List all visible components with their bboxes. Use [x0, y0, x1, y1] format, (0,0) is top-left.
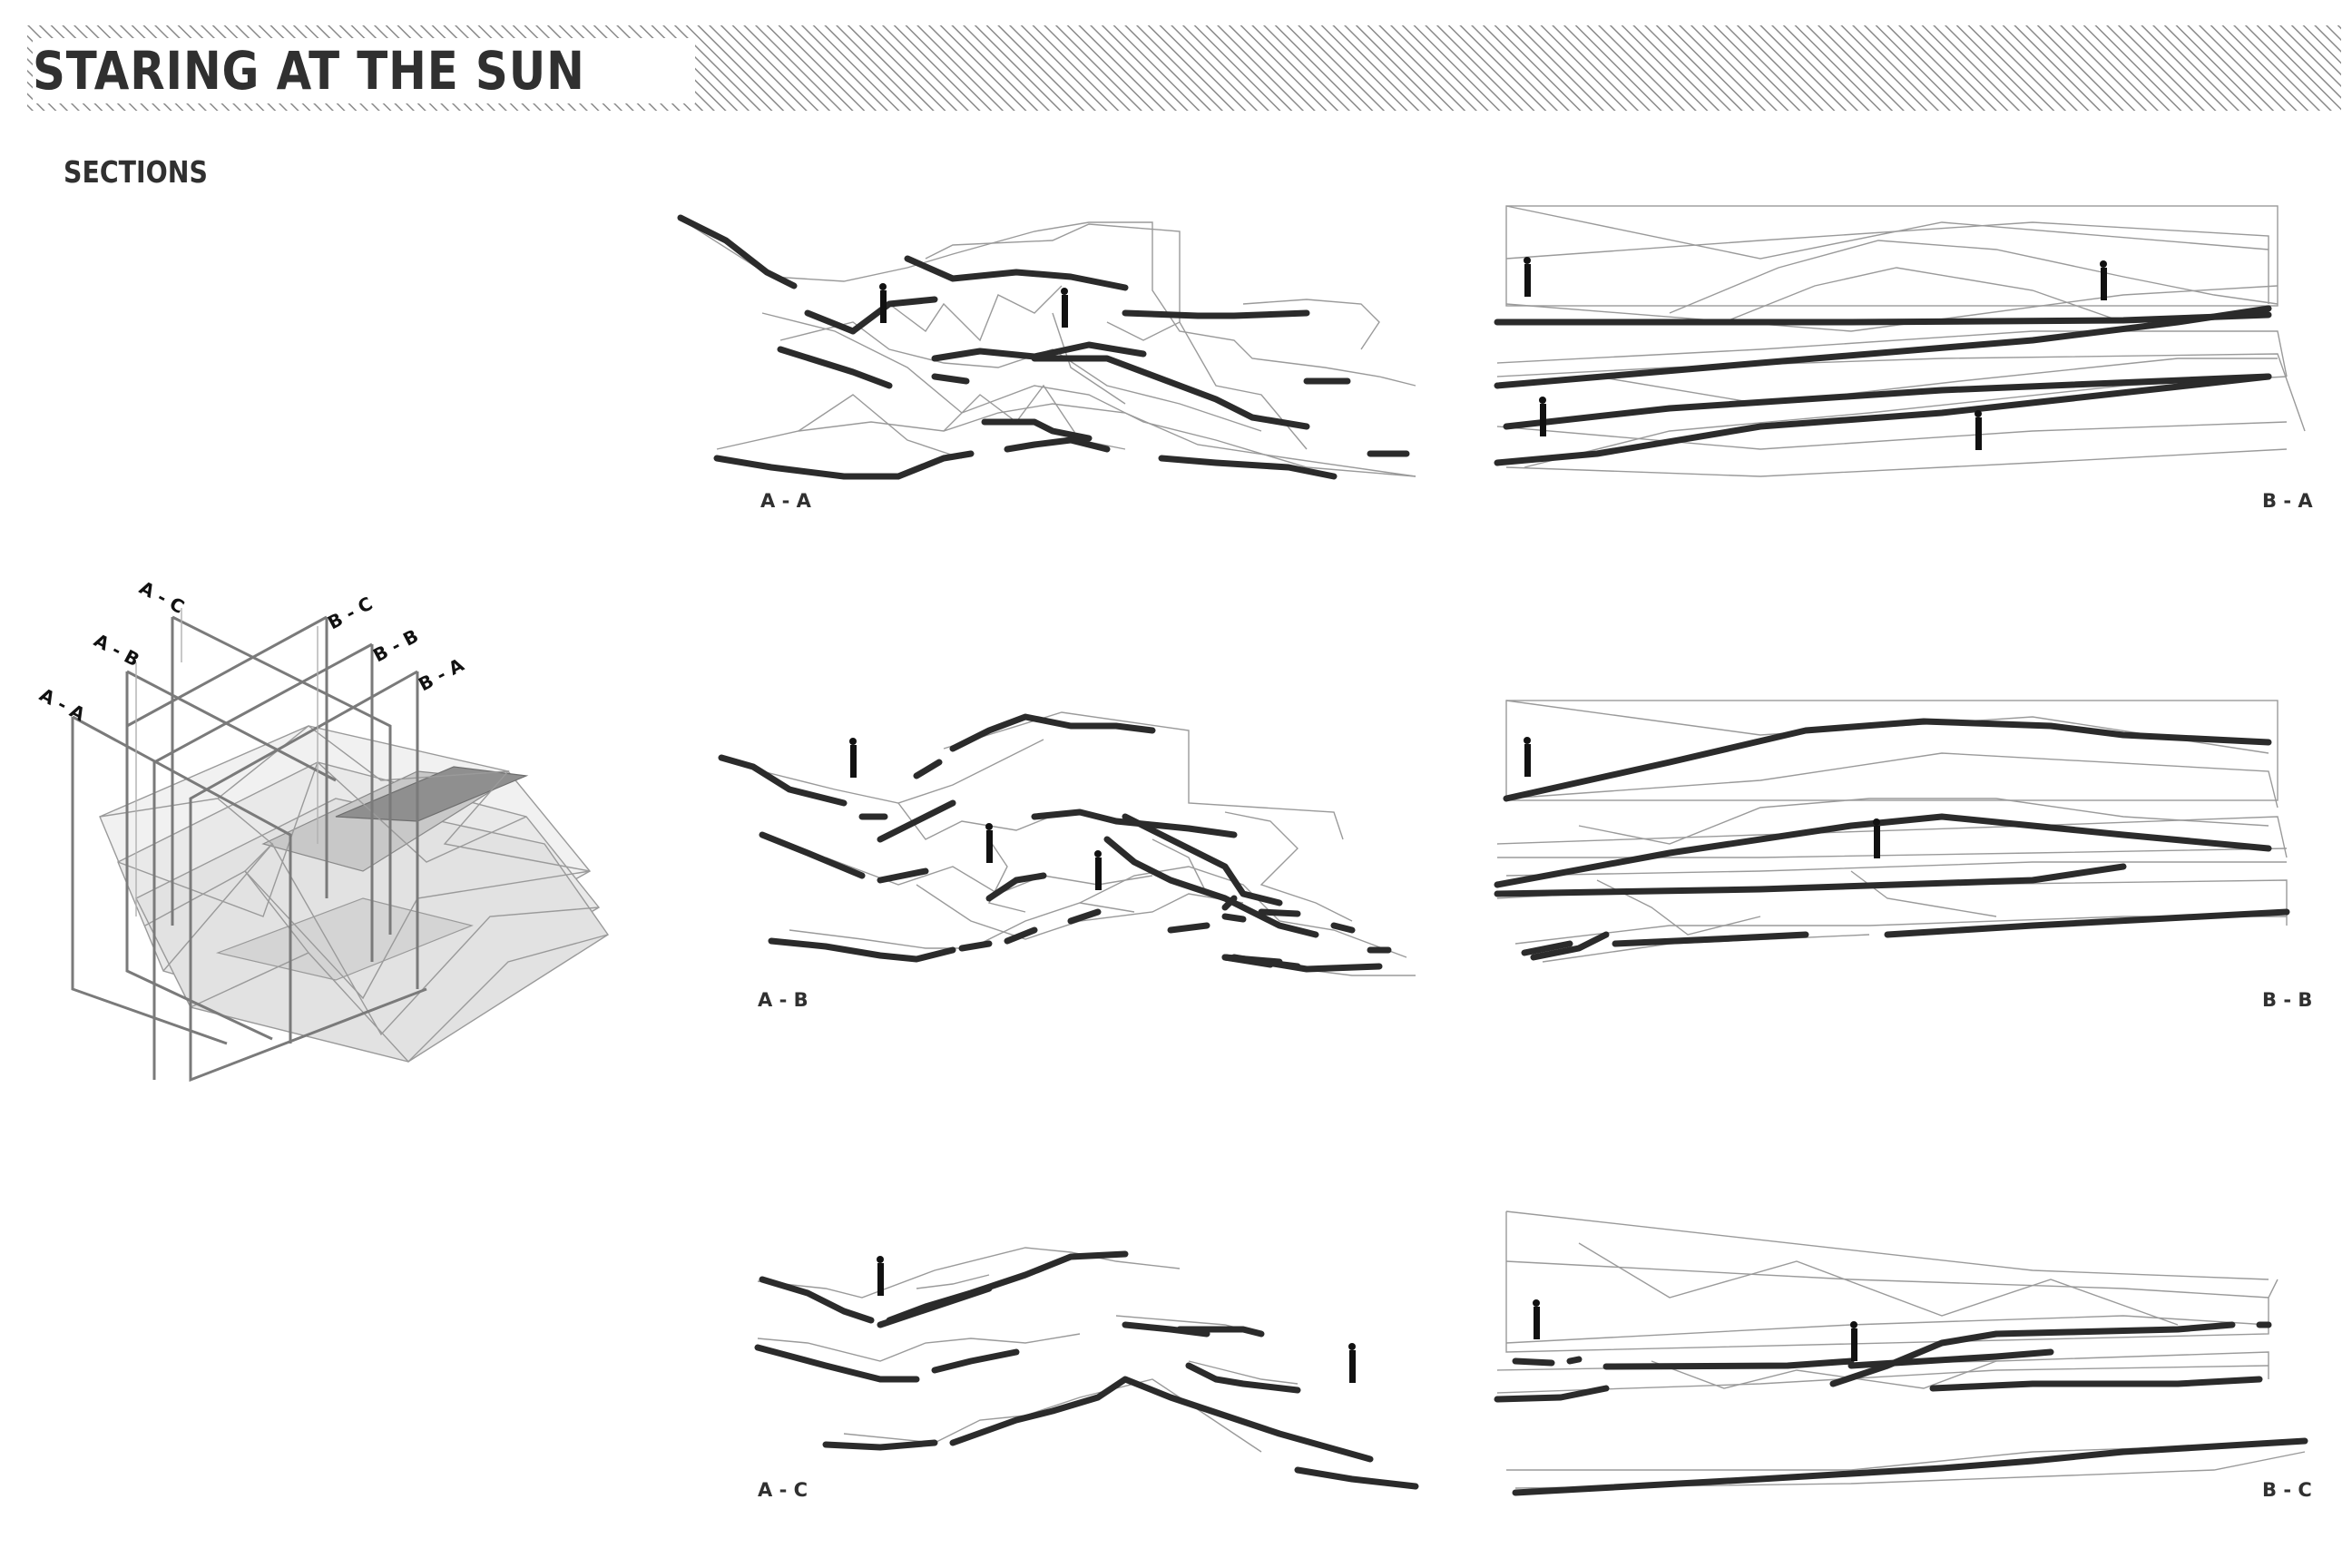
section-ab-drawing	[718, 711, 1416, 976]
page-title: STARING AT THE SUN	[33, 40, 585, 102]
section-ba-drawing	[1494, 205, 2306, 477]
section-bb-drawing	[1494, 700, 2290, 963]
section-label-ac: A - C	[758, 1479, 808, 1501]
section-label-bb: B - B	[2262, 989, 2313, 1011]
section-label-aa: A - A	[760, 490, 811, 512]
floor-plates	[99, 725, 609, 1063]
cut-label-ac: A - C	[136, 576, 189, 618]
section-bc-drawing	[1494, 1210, 2308, 1496]
cut-planes	[71, 615, 427, 1083]
section-label-bc: B - C	[2262, 1479, 2312, 1501]
section-aa-drawing	[677, 214, 1416, 480]
sections-heading: SECTIONS	[64, 154, 208, 190]
cut-label-bc: B - C	[324, 593, 376, 634]
title-box: STARING AT THE SUN	[33, 38, 695, 103]
section-ac-drawing	[754, 1247, 1419, 1490]
section-label-ab: A - B	[758, 989, 808, 1011]
key-plan-axonometric: A - A A - B A - C B - C B - B B - A	[36, 576, 609, 1083]
key-plan-wireframe	[99, 725, 609, 1063]
cut-label-ab: A - B	[91, 629, 143, 671]
section-label-ba: B - A	[2262, 490, 2313, 512]
cut-label-aa: A - A	[36, 683, 90, 725]
cut-label-bb: B - B	[369, 624, 422, 666]
cut-plane-thin-lines	[135, 608, 318, 916]
cut-label-ba: B - A	[415, 653, 467, 695]
cut-tags: A - A A - B A - C B - C B - B B - A	[36, 576, 468, 725]
